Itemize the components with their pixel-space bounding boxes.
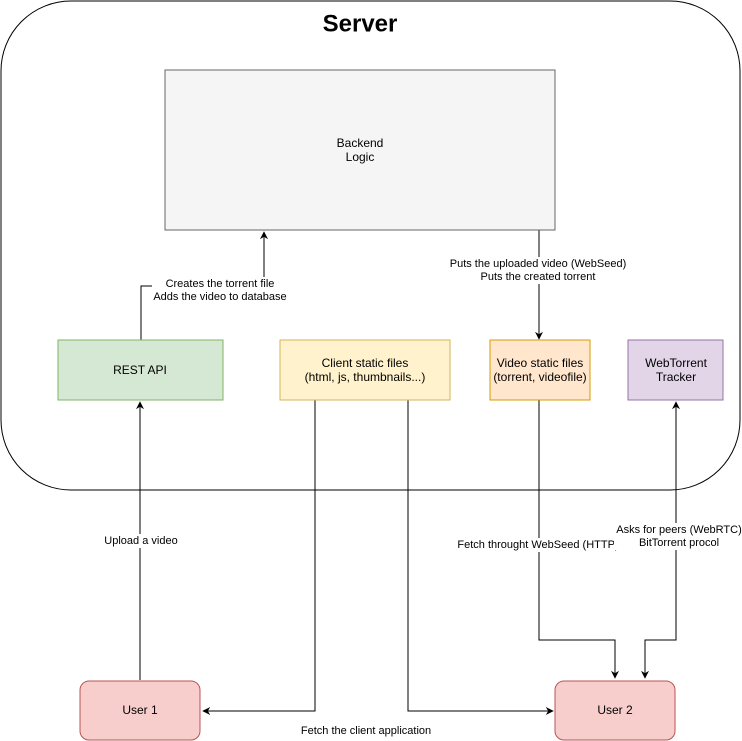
tracker-peers-label-line2: BitTorrent procol — [639, 537, 719, 549]
backend-label-line2: Logic — [346, 150, 375, 164]
client-to-user2-arrow — [407, 400, 554, 715]
backend-video-label-line1: Puts the uploaded video (WebSeed) — [450, 258, 627, 270]
server-title: Server — [323, 10, 398, 37]
tracker-peers-label-line1: Asks for peers (WebRTC) — [616, 524, 742, 536]
rest-api-node: REST API — [57, 339, 224, 401]
webtorrent-tracker-node: WebTorrent Tracker — [627, 339, 724, 401]
backend-video-label-line2: Puts the created torrent — [481, 271, 596, 283]
user2-label: User 2 — [597, 703, 633, 717]
user1-node: User 1 — [79, 680, 201, 741]
webseed-fetch-label: Fetch throught WebSeed (HTTP) — [457, 539, 618, 551]
video-static-label-line1: Video static files — [497, 356, 584, 370]
backend-label-line1: Backend — [337, 136, 384, 150]
rest-backend-label-line2: Adds the video to database — [153, 291, 286, 303]
client-to-user1-arrow — [202, 400, 316, 715]
client-static-files-node: Client static files (html, js, thumbnail… — [279, 339, 451, 401]
upload-video-label: Upload a video — [104, 535, 177, 547]
rest-backend-label-line1: Creates the torrent file — [166, 278, 275, 290]
fetch-client-label: Fetch the client application — [301, 725, 431, 737]
user2-node: User 2 — [554, 680, 676, 741]
rest-api-label: REST API — [113, 363, 167, 377]
video-static-files-node: Video static files (torrent, videofile) — [489, 339, 591, 401]
tracker-label-line1: WebTorrent — [645, 356, 707, 370]
video-to-user2-arrow — [538, 400, 619, 679]
video-static-label-line2: (torrent, videofile) — [493, 370, 586, 384]
backend-logic-node: Backend Logic — [164, 69, 556, 231]
client-static-label-line2: (html, js, thumbnails...) — [305, 370, 426, 384]
tracker-label-line2: Tracker — [656, 370, 696, 384]
user1-label: User 1 — [122, 703, 158, 717]
edge-labels: Creates the torrent file Adds the video … — [102, 257, 742, 737]
client-static-label-line1: Client static files — [322, 356, 409, 370]
tracker-user2-arrow — [641, 401, 680, 679]
